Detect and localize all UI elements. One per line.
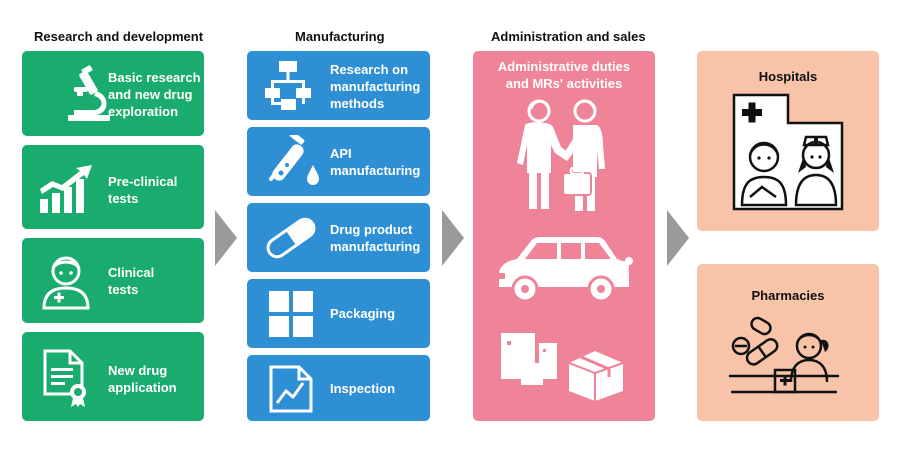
mfg-card-drug-product-label: Drug product manufacturing — [330, 222, 421, 254]
car-icon — [499, 237, 633, 303]
admin-card-label: Administrative duties and MRs' activitie… — [497, 59, 631, 91]
destination-card-hospitals: Hospitals — [697, 51, 879, 231]
document-certificate-icon — [43, 349, 86, 407]
growth-chart-icon — [40, 165, 92, 213]
mfg-card-inspection-label: Inspection — [330, 381, 396, 396]
destination-card-pharmacies: Pharmacies — [697, 264, 879, 421]
patient-icon — [42, 256, 90, 310]
hospital-icon — [732, 93, 844, 211]
mfg-card-drug-product: Drug product manufacturing — [247, 203, 430, 272]
rnd-card-pre-clinical: Pre-clinical tests — [22, 145, 204, 229]
handshake-icon — [517, 99, 605, 211]
inspection-chart-icon — [269, 365, 313, 413]
flow-arrow-rnd-to-manufacturing — [215, 210, 237, 266]
admin-card: Administrative duties and MRs' activitie… — [473, 51, 655, 421]
mfg-card-packaging: Packaging — [247, 279, 430, 348]
flow-arrow-admin-to-destinations — [667, 210, 689, 266]
destination-pharmacies-label: Pharmacies — [751, 288, 825, 303]
test-tube-icon — [269, 135, 319, 185]
pharmacy-icon — [729, 316, 839, 394]
capsule-icon — [266, 217, 316, 259]
flowchart-icon — [265, 61, 311, 110]
flow-arrow-manufacturing-to-admin — [442, 210, 464, 266]
mfg-card-research-methods: Research on manufacturing methods — [247, 51, 430, 120]
boxes-icon — [501, 333, 624, 401]
heading-manufacturing: Manufacturing — [295, 29, 385, 44]
mfg-card-api-manufacturing-label: API manufacturing — [330, 146, 421, 178]
rnd-card-clinical-label: Clinical tests — [108, 265, 155, 297]
rnd-card-new-drug-application: New drug application — [22, 332, 204, 421]
rnd-card-basic-research: Basic research and new drug exploration — [22, 51, 204, 136]
destination-hospitals-label: Hospitals — [758, 69, 818, 84]
mfg-card-packaging-label: Packaging — [330, 306, 396, 321]
microscope-icon — [68, 65, 110, 121]
mfg-card-research-methods-label: Research on manufacturing methods — [330, 62, 421, 111]
mfg-card-api-manufacturing: API manufacturing — [247, 127, 430, 196]
packaging-grid-icon — [269, 291, 313, 337]
rnd-card-clinical: Clinical tests — [22, 238, 204, 323]
rnd-card-basic-research-label: Basic research and new drug exploration — [108, 70, 201, 119]
rnd-card-new-drug-application-label: New drug application — [108, 363, 177, 395]
heading-administration-and-sales: Administration and sales — [491, 29, 646, 44]
heading-research-and-development: Research and development — [34, 29, 204, 44]
rnd-card-pre-clinical-label: Pre-clinical tests — [108, 174, 178, 206]
mfg-card-inspection: Inspection — [247, 355, 430, 421]
